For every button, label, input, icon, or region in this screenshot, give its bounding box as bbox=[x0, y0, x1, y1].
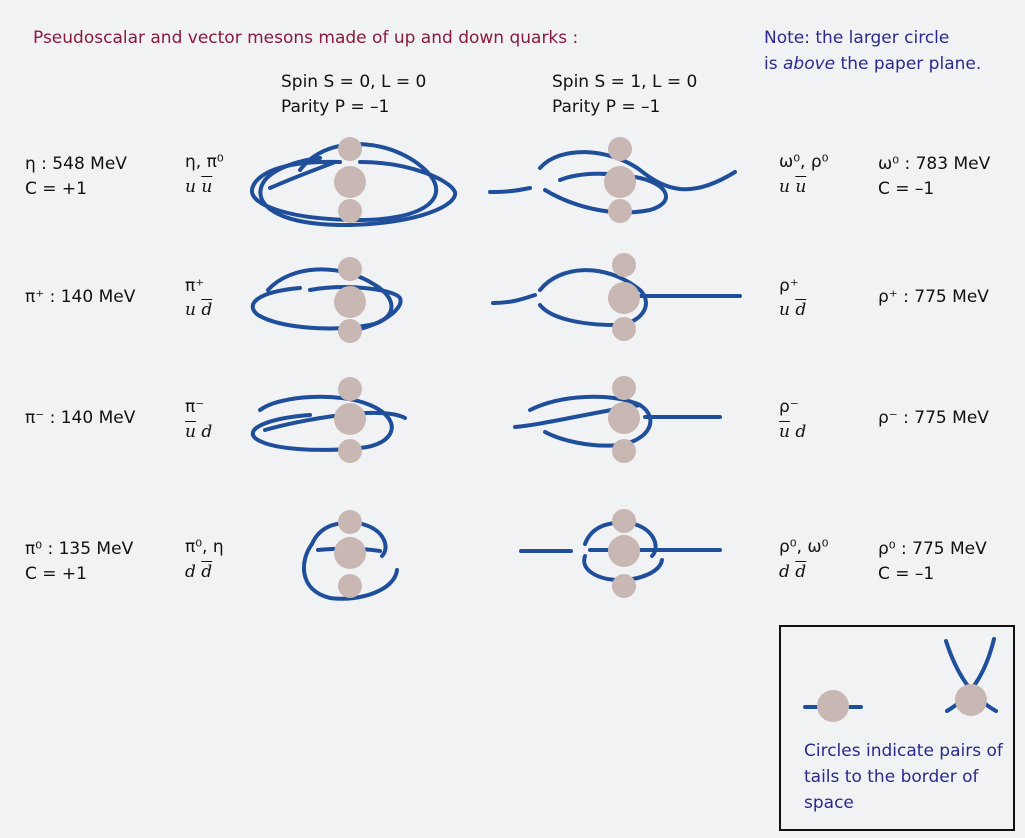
row3-left-mass: π⁻ : 140 MeV bbox=[25, 408, 136, 428]
row3-right-name: ρ⁻ bbox=[779, 397, 799, 417]
legend-text: Circles indicate pairs of tails to the b… bbox=[804, 741, 1003, 813]
legend-circle-2 bbox=[955, 684, 987, 716]
row2-right-name: ρ⁺ bbox=[779, 276, 799, 296]
legend-illustration bbox=[803, 637, 998, 722]
row2-right-mass: ρ⁺ : 775 MeV bbox=[878, 287, 989, 307]
knot-eta bbox=[250, 137, 458, 228]
right-header-parity: Parity P = –1 bbox=[552, 97, 661, 117]
row4-right-quarks: d d bbox=[779, 562, 807, 582]
row4-left-quarks: d d bbox=[185, 562, 213, 582]
knot-omega bbox=[488, 137, 737, 223]
knot-rho-zero bbox=[519, 509, 722, 598]
note-line-1: Note: the larger circle bbox=[764, 28, 950, 48]
row1-right-name: ω⁰, ρ⁰ bbox=[779, 152, 829, 172]
note-line-2: is above the paper plane. bbox=[764, 54, 982, 74]
row2-left-mass: π⁺ : 140 MeV bbox=[25, 287, 136, 307]
left-header-parity: Parity P = –1 bbox=[281, 97, 390, 117]
knot-rho-plus bbox=[491, 253, 742, 341]
right-header-spin: Spin S = 1, L = 0 bbox=[552, 72, 698, 92]
row4-left-c: C = +1 bbox=[25, 564, 87, 584]
knot-pi-plus bbox=[250, 257, 403, 343]
legend-circle-1 bbox=[817, 690, 849, 722]
knot-pi-zero bbox=[301, 510, 399, 601]
row4-left-mass: π⁰ : 135 MeV bbox=[25, 539, 134, 559]
row4-left-name: π⁰, η bbox=[185, 537, 224, 557]
row1-left-quarks: u u bbox=[185, 177, 213, 197]
row3-left-quarks: u d bbox=[185, 422, 213, 442]
row1-left-name: η, π⁰ bbox=[185, 152, 224, 172]
row1-right-quarks: u u bbox=[779, 177, 807, 197]
row1-left-mass: η : 548 MeV bbox=[25, 154, 127, 174]
knot-pi-minus bbox=[251, 377, 407, 463]
row4-right-mass: ρ⁰ : 775 MeV bbox=[878, 539, 987, 559]
row1-left-c: C = +1 bbox=[25, 179, 87, 199]
row3-left-name: π⁻ bbox=[185, 397, 205, 417]
row2-right-quarks: u d bbox=[779, 300, 807, 320]
knot-rho-minus bbox=[513, 376, 722, 463]
legend-wire-right bbox=[945, 637, 996, 713]
page-title: Pseudoscalar and vector mesons made of u… bbox=[33, 28, 579, 48]
row3-right-mass: ρ⁻ : 775 MeV bbox=[878, 408, 989, 428]
row4-right-name: ρ⁰, ω⁰ bbox=[779, 537, 829, 557]
left-header-spin: Spin S = 0, L = 0 bbox=[281, 72, 427, 92]
row2-left-quarks: u d bbox=[185, 300, 213, 320]
legend-wire-left bbox=[944, 639, 998, 713]
row1-right-c: C = –1 bbox=[878, 179, 935, 199]
row2-left-name: π⁺ bbox=[185, 276, 205, 296]
row3-right-quarks: u d bbox=[779, 422, 807, 442]
row4-right-c: C = –1 bbox=[878, 564, 935, 584]
row1-right-mass: ω⁰ : 783 MeV bbox=[878, 154, 991, 174]
legend-box: Circles indicate pairs of tails to the b… bbox=[779, 625, 1015, 831]
